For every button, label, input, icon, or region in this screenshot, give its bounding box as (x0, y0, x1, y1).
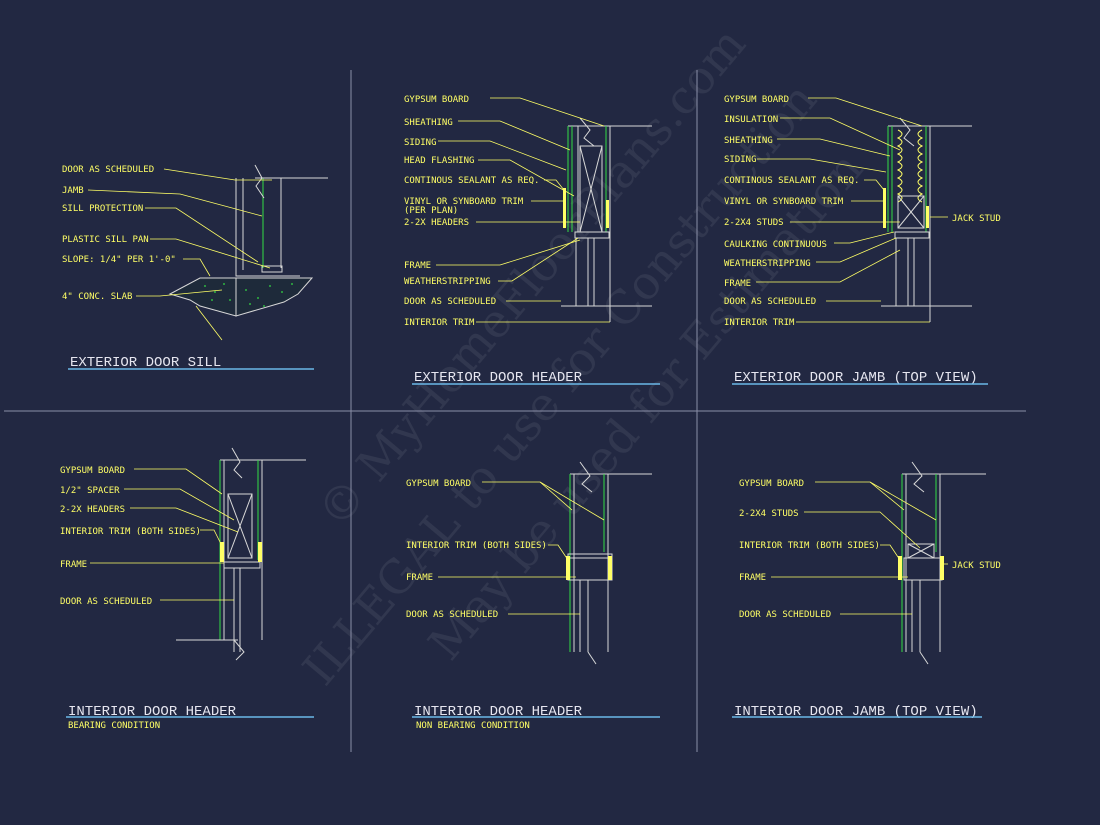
ext-jamb-label-insulation: INSULATION (724, 115, 778, 125)
panel-exterior-door-jamb: GYPSUM BOARD INSULATION SHEATHING SIDING… (724, 95, 1001, 386)
ext-jamb-label-sealant: CONTINOUS SEALANT AS REQ. (724, 176, 859, 186)
int-header-bearing-drawing (176, 447, 306, 661)
int-jamb-title: INTERIOR DOOR JAMB (TOP VIEW) (734, 704, 978, 720)
ext-jamb-drawing (881, 117, 972, 322)
sill-label-sill-pan: PLASTIC SILL PAN (62, 235, 149, 245)
ext-jamb-label-gypsum: GYPSUM BOARD (724, 95, 789, 105)
int-jamb-leaders (771, 481, 948, 615)
watermark-line-3: May be used for Estimation (418, 142, 873, 670)
int-nonbearing-label-gypsum: GYPSUM BOARD (406, 479, 471, 489)
ext-header-label-sheathing: SHEATHING (404, 118, 453, 128)
ext-jamb-label-weatherstripping: WEATHERSTRIPPING (724, 259, 811, 269)
ext-jamb-label-door: DOOR AS SCHEDULED (724, 297, 816, 307)
ext-header-label-weatherstripping: WEATHERSTRIPPING (404, 277, 491, 287)
int-jamb-label-jack-stud: JACK STUD (952, 561, 1001, 571)
sill-drawing (168, 164, 328, 341)
ext-jamb-label-studs: 2-2X4 STUDS (724, 218, 784, 228)
ext-header-label-gypsum: GYPSUM BOARD (404, 95, 469, 105)
ext-header-label-siding: SIDING (404, 138, 437, 148)
int-nonbearing-label-door: DOOR AS SCHEDULED (406, 610, 498, 620)
ext-jamb-leaders (756, 97, 948, 323)
int-bearing-subtitle: BEARING CONDITION (68, 721, 160, 731)
ext-header-label-door: DOOR AS SCHEDULED (404, 297, 496, 307)
panel-dividers (4, 70, 1026, 752)
int-bearing-label-gypsum: GYPSUM BOARD (60, 466, 125, 476)
int-bearing-title: INTERIOR DOOR HEADER (68, 704, 237, 720)
ext-jamb-label-interior-trim: INTERIOR TRIM (724, 318, 795, 328)
int-bearing-leaders (90, 468, 239, 601)
int-bearing-label-spacer: 1/2" SPACER (60, 486, 120, 496)
int-bearing-label-frame: FRAME (60, 560, 87, 570)
ext-header-label-frame: FRAME (404, 261, 431, 271)
ext-jamb-label-siding: SIDING (724, 155, 757, 165)
panel-interior-door-header-nonbearing: GYPSUM BOARD INTERIOR TRIM (BOTH SIDES) … (406, 461, 660, 731)
ext-jamb-label-caulking: CAULKING CONTINUOUS (724, 240, 827, 250)
sill-label-slab: 4" CONC. SLAB (62, 292, 132, 302)
ext-header-label-head-flashing: HEAD FLASHING (404, 156, 474, 166)
panel-interior-door-header-bearing: GYPSUM BOARD 1/2" SPACER 2-2X HEADERS IN… (60, 447, 314, 731)
int-bearing-label-trim: INTERIOR TRIM (BOTH SIDES) (60, 527, 201, 537)
watermark-line-1: © MyHomeFloorPlans.com (307, 17, 756, 538)
int-nonbearing-label-trim: INTERIOR TRIM (BOTH SIDES) (406, 541, 547, 551)
int-jamb-label-frame: FRAME (739, 573, 766, 583)
ext-header-leaders (436, 97, 610, 323)
panel-interior-door-jamb: GYPSUM BOARD 2-2X4 STUDS INTERIOR TRIM (… (732, 461, 1001, 720)
int-nonbearing-subtitle: NON BEARING CONDITION (416, 721, 530, 731)
ext-header-drawing (561, 117, 652, 322)
panel-exterior-door-sill: DOOR AS SCHEDULED JAMB SILL PROTECTION P… (62, 164, 328, 371)
sill-label-sill-protection: SILL PROTECTION (62, 204, 143, 214)
sill-label-jamb: JAMB (62, 186, 84, 196)
panel-exterior-door-header: GYPSUM BOARD SHEATHING SIDING HEAD FLASH… (404, 95, 660, 386)
sill-label-door: DOOR AS SCHEDULED (62, 165, 154, 175)
ext-jamb-title: EXTERIOR DOOR JAMB (TOP VIEW) (734, 370, 978, 386)
ext-header-title: EXTERIOR DOOR HEADER (414, 370, 583, 386)
int-jamb-drawing (898, 461, 986, 665)
int-nonbearing-leaders (438, 481, 605, 615)
ext-jamb-label-frame: FRAME (724, 279, 751, 289)
int-nonbearing-label-frame: FRAME (406, 573, 433, 583)
ext-header-label-per-plan: (PER PLAN) (404, 206, 458, 216)
ext-header-label-sealant: CONTINOUS SEALANT AS REQ. (404, 176, 539, 186)
ext-jamb-label-sheathing: SHEATHING (724, 136, 773, 146)
int-jamb-label-studs: 2-2X4 STUDS (739, 509, 799, 519)
sill-title: EXTERIOR DOOR SILL (70, 355, 221, 371)
sill-leaders (87, 168, 272, 297)
ext-jamb-label-jack-stud: JACK STUD (952, 214, 1001, 224)
int-header-nonbearing-drawing (566, 461, 652, 665)
int-bearing-label-headers: 2-2X HEADERS (60, 505, 125, 515)
int-jamb-label-gypsum: GYPSUM BOARD (739, 479, 804, 489)
ext-header-label-interior-trim: INTERIOR TRIM (404, 318, 475, 328)
ext-header-label-trim: VINYL OR SYNBOARD TRIM (404, 197, 524, 207)
int-jamb-label-trim: INTERIOR TRIM (BOTH SIDES) (739, 541, 880, 551)
int-jamb-label-door: DOOR AS SCHEDULED (739, 610, 831, 620)
ext-jamb-label-trim: VINYL OR SYNBOARD TRIM (724, 197, 844, 207)
int-nonbearing-title: INTERIOR DOOR HEADER (414, 704, 583, 720)
ext-header-label-headers: 2-2X HEADERS (404, 218, 469, 228)
int-bearing-label-door: DOOR AS SCHEDULED (60, 597, 152, 607)
sill-label-slope: SLOPE: 1/4" PER 1'-0" (62, 255, 176, 265)
